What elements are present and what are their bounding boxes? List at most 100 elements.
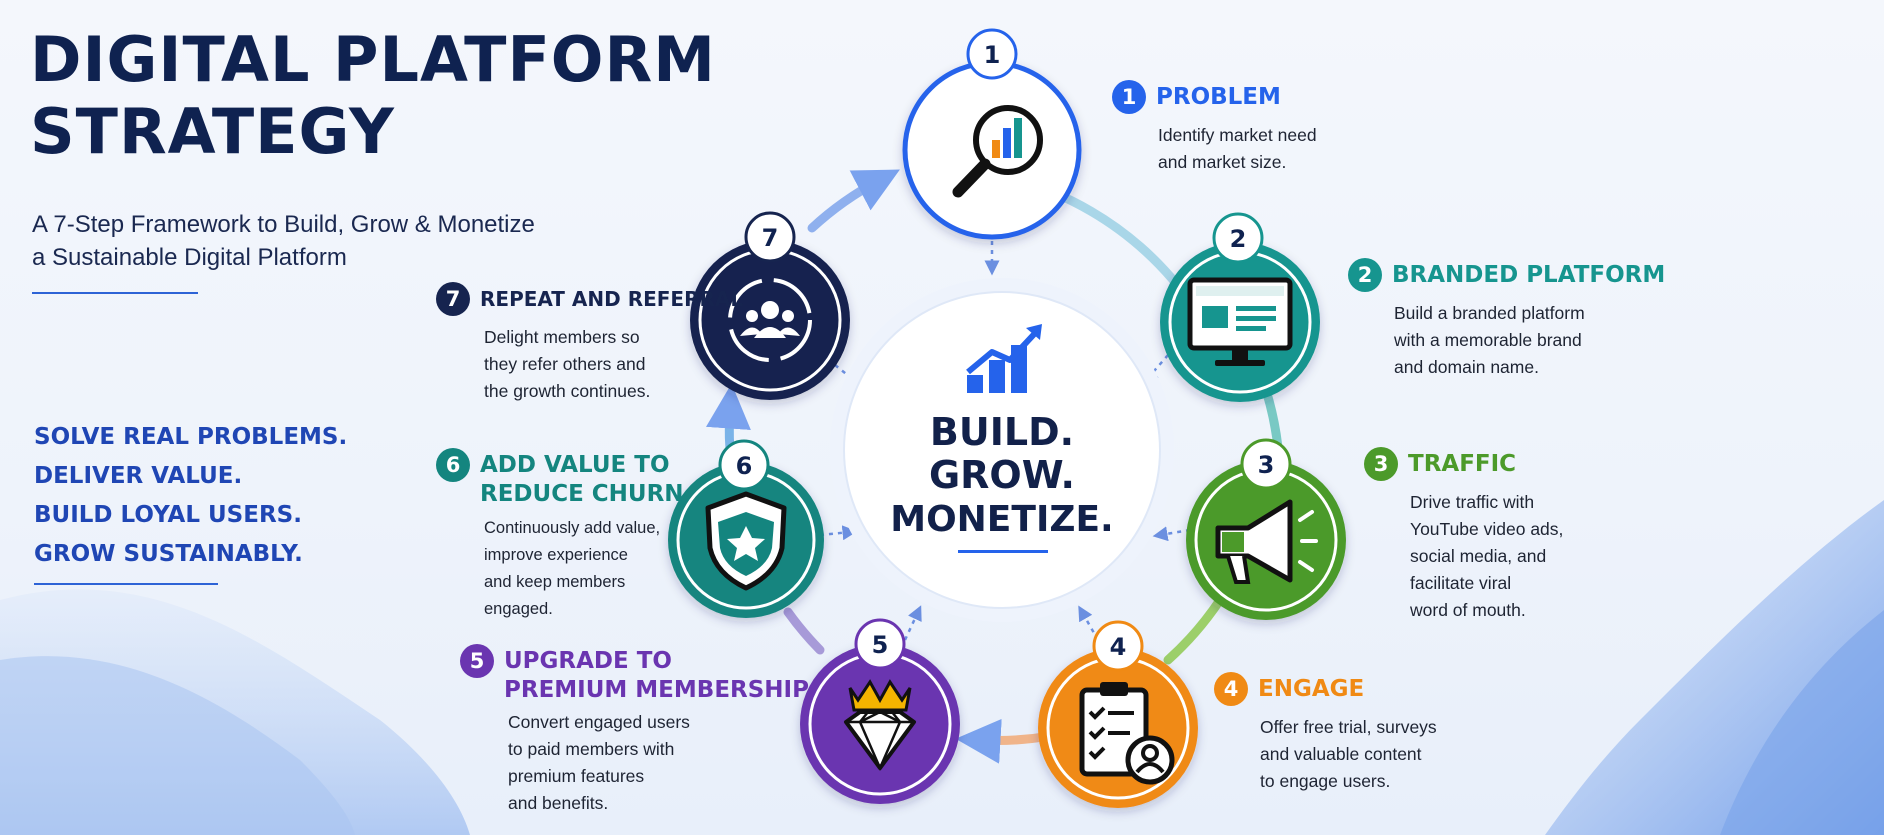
monitor-icon bbox=[1187, 277, 1293, 366]
desc-line: premium features bbox=[508, 766, 645, 786]
step-2-description: Build a branded platform with a memorabl… bbox=[1394, 300, 1665, 381]
step-5-node[interactable]: 5 bbox=[800, 618, 960, 804]
tagline: BUILD LOYAL USERS. bbox=[34, 502, 302, 528]
desc-line: Build a branded platform bbox=[1394, 303, 1585, 323]
desc-line: they refer others and bbox=[484, 354, 646, 374]
subtitle-line-2: a Sustainable Digital Platform bbox=[32, 244, 347, 271]
step-2-title: BRANDED PLATFORM bbox=[1392, 258, 1665, 290]
center-hub: BUILD. GROW. MONETIZE. bbox=[830, 278, 1174, 622]
desc-line: Continuously add value, bbox=[484, 519, 661, 537]
desc-line: word of mouth. bbox=[1410, 600, 1526, 620]
title-line-2: STRATEGY bbox=[30, 95, 395, 168]
step-title-line: ENGAGE bbox=[1258, 676, 1365, 702]
desc-line: to engage users. bbox=[1260, 771, 1391, 791]
inward-arrows bbox=[819, 232, 1191, 641]
desc-line: engaged. bbox=[484, 600, 553, 618]
tagline: SOLVE REAL PROBLEMS. bbox=[34, 424, 348, 450]
desc-line: and benefits. bbox=[508, 793, 609, 813]
megaphone-icon bbox=[1215, 499, 1318, 584]
page-title: DIGITAL PLATFORM STRATEGY bbox=[30, 24, 716, 168]
step-2-node[interactable]: 2 bbox=[1160, 212, 1320, 402]
step-title-line: UPGRADE TO bbox=[504, 648, 672, 674]
step-1-badge: 1 bbox=[1112, 80, 1146, 114]
magnifier-chart-icon bbox=[952, 105, 1043, 198]
step-7-text: 7 REPEAT AND REFERRAL Delight members so… bbox=[436, 282, 743, 405]
step-title-line: ADD VALUE TO bbox=[480, 452, 670, 478]
step-4-badge: 4 bbox=[1214, 672, 1248, 706]
step-3-number: 3 bbox=[1258, 451, 1275, 479]
step-7-title: REPEAT AND REFERRAL bbox=[480, 282, 743, 314]
crown-diamond-icon bbox=[844, 679, 916, 772]
title-line-1: DIGITAL PLATFORM bbox=[30, 23, 716, 96]
step-3-node[interactable]: 3 bbox=[1186, 438, 1346, 620]
step-5-title: UPGRADE TO PREMIUM MEMBERSHIP bbox=[504, 644, 809, 705]
step-1-text: 1 PROBLEM Identify market need and marke… bbox=[1112, 80, 1317, 176]
step-5-badge: 5 bbox=[460, 644, 494, 678]
step-title-line: PROBLEM bbox=[1156, 84, 1281, 110]
subtitle-divider bbox=[32, 292, 198, 294]
shield-star-icon bbox=[705, 491, 787, 591]
tagline-divider bbox=[34, 583, 218, 585]
desc-line: YouTube video ads, bbox=[1410, 519, 1564, 539]
step-1-node[interactable]: 1 bbox=[902, 28, 1082, 240]
step-7-badge: 7 bbox=[436, 282, 470, 316]
step-6-description: Continuously add value, improve experien… bbox=[484, 515, 684, 623]
desc-line: to paid members with bbox=[508, 739, 675, 759]
step-7-node[interactable]: 7 bbox=[690, 211, 850, 400]
step-3-description: Drive traffic with YouTube video ads, so… bbox=[1410, 489, 1563, 624]
step-4-description: Offer free trial, surveys and valuable c… bbox=[1260, 714, 1437, 795]
step-4-text: 4 ENGAGE Offer free trial, surveys and v… bbox=[1214, 672, 1437, 795]
step-3-badge: 3 bbox=[1364, 447, 1398, 481]
desc-line: Convert engaged users bbox=[508, 712, 690, 732]
step-title-line: PREMIUM MEMBERSHIP bbox=[504, 677, 809, 703]
desc-line: the growth continues. bbox=[484, 381, 651, 401]
desc-line: and market size. bbox=[1158, 152, 1287, 172]
subtitle-line-1: A 7-Step Framework to Build, Grow & Mone… bbox=[32, 211, 535, 238]
desc-line: Drive traffic with bbox=[1410, 492, 1535, 512]
step-1-title: PROBLEM bbox=[1156, 80, 1281, 112]
step-4-node[interactable]: 4 bbox=[1038, 620, 1198, 808]
desc-line: facilitate viral bbox=[1410, 573, 1512, 593]
step-6-title: ADD VALUE TO REDUCE CHURN bbox=[480, 448, 684, 509]
step-5-description: Convert engaged users to paid members wi… bbox=[508, 709, 809, 817]
step-2-text: 2 BRANDED PLATFORM Build a branded platf… bbox=[1348, 258, 1665, 381]
step-4-number: 4 bbox=[1110, 633, 1127, 661]
step-title-line: REDUCE CHURN bbox=[480, 481, 684, 507]
desc-line: Delight members so bbox=[484, 327, 640, 347]
desc-line: improve experience bbox=[484, 546, 628, 564]
step-6-text: 6 ADD VALUE TO REDUCE CHURN Continuously… bbox=[436, 448, 684, 623]
referral-cycle-icon bbox=[728, 278, 812, 362]
step-3-title: TRAFFIC bbox=[1408, 447, 1516, 479]
desc-line: with a memorable brand bbox=[1394, 330, 1582, 350]
step-2-number: 2 bbox=[1230, 225, 1247, 253]
tagline: DELIVER VALUE. bbox=[34, 463, 243, 489]
step-7-description: Delight members so they refer others and… bbox=[484, 324, 743, 405]
step-title-line: TRAFFIC bbox=[1408, 451, 1517, 477]
center-line-2: GROW. bbox=[929, 453, 1075, 497]
step-1-description: Identify market need and market size. bbox=[1158, 122, 1317, 176]
step-1-number: 1 bbox=[984, 41, 1001, 69]
step-7-number: 7 bbox=[762, 224, 779, 252]
center-underline bbox=[958, 550, 1048, 553]
desc-line: and keep members bbox=[484, 573, 626, 591]
desc-line: Identify market need bbox=[1158, 125, 1317, 145]
step-4-title: ENGAGE bbox=[1258, 672, 1364, 704]
step-title-line: REPEAT AND REFERRAL bbox=[480, 287, 744, 311]
step-title-line: BRANDED PLATFORM bbox=[1392, 262, 1666, 288]
step-3-text: 3 TRAFFIC Drive traffic with YouTube vid… bbox=[1364, 447, 1563, 624]
step-5-text: 5 UPGRADE TO PREMIUM MEMBERSHIP Convert … bbox=[460, 644, 809, 817]
step-2-badge: 2 bbox=[1348, 258, 1382, 292]
desc-line: and valuable content bbox=[1260, 744, 1422, 764]
subtitle: A 7-Step Framework to Build, Grow & Mone… bbox=[32, 208, 535, 274]
center-line-3: MONETIZE. bbox=[890, 499, 1113, 540]
step-6-badge: 6 bbox=[436, 448, 470, 482]
desc-line: Offer free trial, surveys bbox=[1260, 717, 1437, 737]
center-line-1: BUILD. bbox=[930, 410, 1074, 454]
step-6-node[interactable]: 6 bbox=[668, 439, 824, 618]
taglines: SOLVE REAL PROBLEMS. DELIVER VALUE. BUIL… bbox=[34, 418, 347, 574]
step-6-number: 6 bbox=[736, 452, 753, 480]
desc-line: and domain name. bbox=[1394, 357, 1539, 377]
clipboard-user-icon bbox=[1079, 682, 1175, 785]
growth-chart-icon bbox=[966, 324, 1042, 393]
